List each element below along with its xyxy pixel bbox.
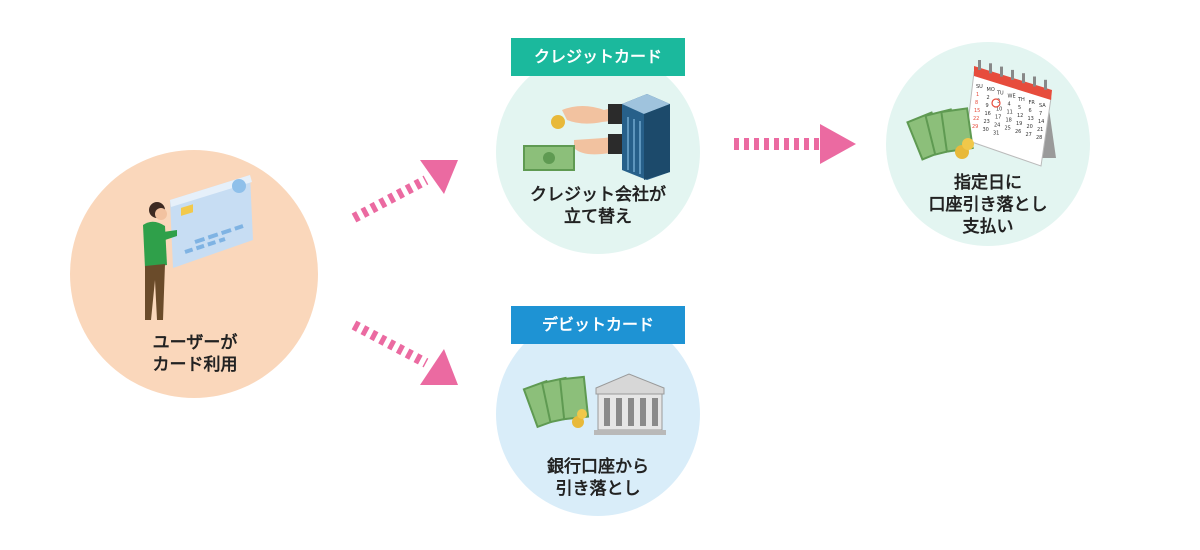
calendar-date: 17 (995, 114, 1001, 120)
debit-card-tag: デビットカード (511, 306, 685, 344)
calendar-date: 3 (997, 98, 1000, 104)
user-with-card-illustration (143, 175, 253, 320)
coin-icon (551, 115, 565, 129)
calendar-date: 9 (986, 103, 989, 109)
calendar-date: 23 (984, 119, 990, 125)
calendar-day-header: SA (1039, 103, 1046, 109)
calendar-date: 6 (1029, 108, 1032, 114)
calendar-date: 19 (1016, 121, 1022, 127)
credit-card-tag: クレジットカード (511, 38, 685, 76)
calendar-date: 10 (996, 106, 1002, 112)
calendar-date: 16 (985, 111, 991, 117)
calendar-and-cash-illustration: SUMOTUWETHFRSA12345678910111213141516171… (906, 60, 1056, 167)
calendar-date: 18 (1006, 118, 1012, 124)
calendar-date: 12 (1017, 113, 1023, 119)
calendar-date: 7 (1039, 111, 1042, 117)
calendar-date: 30 (983, 127, 989, 133)
calendar-date: 25 (1005, 126, 1011, 132)
calendar-day-header: FR (1029, 100, 1036, 106)
calendar-date: 20 (1027, 124, 1033, 130)
calendar-date: 22 (973, 116, 979, 122)
arrow-user-to-credit (351, 160, 458, 223)
calendar-date: 2 (987, 95, 990, 101)
calendar-date: 8 (975, 100, 978, 106)
calendar-ring (1022, 73, 1025, 84)
calendar-date: 24 (994, 122, 1000, 128)
calendar-date: 26 (1015, 129, 1021, 135)
cash-icon (523, 145, 575, 171)
building-icon (622, 94, 670, 180)
bank-account-label: 銀行口座から 引き落とし (547, 457, 649, 499)
hand-icon (562, 104, 622, 155)
calendar-day-header: MO (987, 87, 995, 93)
coins-icon (955, 138, 974, 159)
user-label: ユーザーが カード利用 (152, 333, 238, 375)
calendar-date: 31 (993, 130, 999, 136)
calendar-date: 1 (976, 92, 979, 98)
person-icon (143, 202, 177, 320)
coins-icon (572, 409, 587, 428)
user-circle (70, 150, 318, 398)
calendar-date: 13 (1028, 116, 1034, 122)
calendar-date: 14 (1038, 119, 1044, 125)
calendar-date: 29 (972, 124, 978, 130)
arrow-credit-to-payment (734, 124, 856, 164)
calendar-ring (978, 60, 981, 70)
calendar-date: 28 (1036, 135, 1042, 141)
calendar-ring (1044, 79, 1047, 90)
calendar-ring (1011, 69, 1014, 80)
bank-building-icon (594, 373, 666, 435)
calendar-date: 4 (1008, 102, 1011, 108)
calendar-date: 21 (1037, 127, 1043, 133)
arrow-user-to-debit (351, 320, 458, 385)
calendar-date: 27 (1026, 132, 1032, 138)
calendar-day-header: TU (996, 90, 1004, 96)
calendar-day-header: SU (976, 84, 983, 90)
calendar-ring (1000, 66, 1003, 77)
calendar-day-header: WE (1008, 94, 1016, 100)
calendar-day-header: TH (1017, 97, 1025, 103)
hand-and-building-illustration (523, 94, 670, 180)
cash-and-bank-illustration (522, 373, 666, 435)
credit-company-label: クレジット会社が 立て替え (530, 185, 666, 227)
payment-date-label: 指定日に 口座引き落とし 支払い (928, 173, 1048, 237)
calendar-date: 11 (1007, 110, 1013, 116)
credit-card-icon (170, 175, 253, 268)
calendar-icon: SUMOTUWETHFRSA12345678910111213141516171… (965, 60, 1056, 167)
calendar-ring (1033, 76, 1036, 87)
calendar-date: 15 (974, 108, 980, 114)
cash-stack-icon (522, 375, 590, 429)
calendar-ring (989, 63, 992, 74)
calendar-date: 5 (1018, 105, 1021, 111)
